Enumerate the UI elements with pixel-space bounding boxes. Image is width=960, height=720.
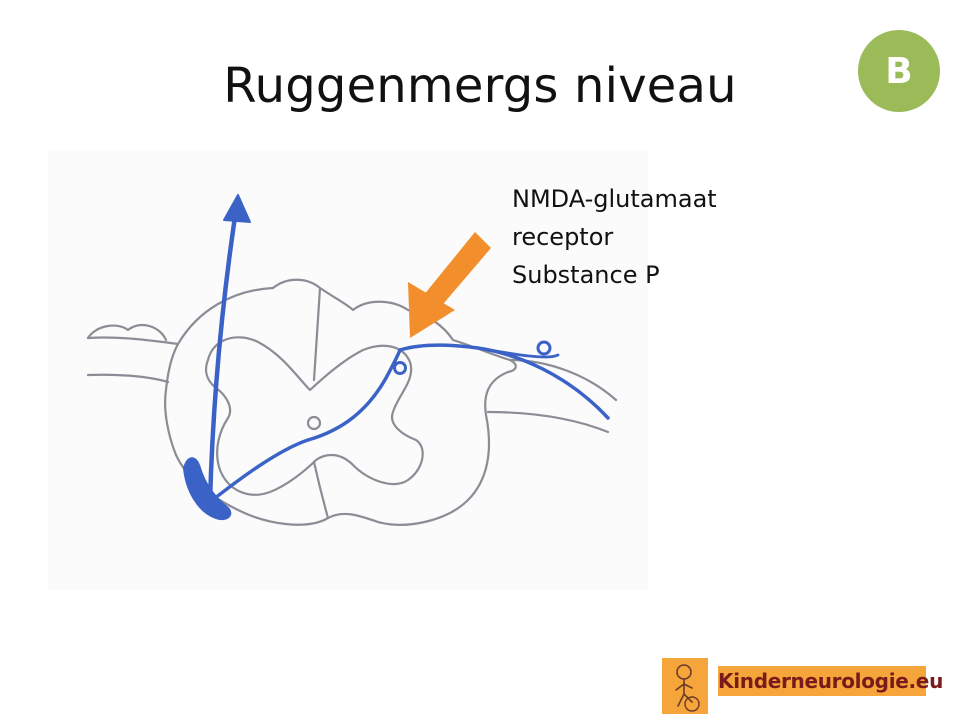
section-badge: B — [858, 30, 940, 112]
dorsal-root-ganglion — [536, 340, 552, 356]
ventral-horn-blob — [183, 457, 232, 520]
dorsal-sulcus — [312, 286, 322, 382]
white-matter-outline — [164, 278, 517, 526]
ascending-tract — [207, 207, 239, 505]
primary-afferent — [398, 343, 610, 420]
right-nerve-root — [486, 358, 618, 434]
slide-title: Ruggenmergs niveau — [223, 58, 737, 114]
spinal-cord-diagram — [48, 150, 648, 590]
central-canal — [306, 415, 322, 431]
logo-text: Kinderneurologie.eu — [718, 666, 943, 696]
child-icon — [662, 658, 708, 714]
left-nerve-root — [86, 336, 180, 384]
label-nmda: NMDA-glutamaat — [512, 185, 717, 213]
receptor-labels: NMDA-glutamaat receptor Substance P — [512, 180, 717, 294]
synapse-terminal — [393, 361, 407, 375]
left-root-bulge — [86, 323, 168, 342]
crossing-neuron — [208, 348, 402, 504]
spinal-cord-sketch — [86, 194, 618, 526]
site-logo[interactable]: Kinderneurologie.eu — [662, 658, 943, 714]
ventral-sulcus — [312, 460, 330, 520]
ascending-arrowhead — [223, 194, 251, 223]
label-substance-p: Substance P — [512, 261, 660, 289]
label-receptor: receptor — [512, 223, 614, 251]
primary-afferent-branch — [476, 346, 560, 359]
grey-matter — [205, 336, 424, 496]
